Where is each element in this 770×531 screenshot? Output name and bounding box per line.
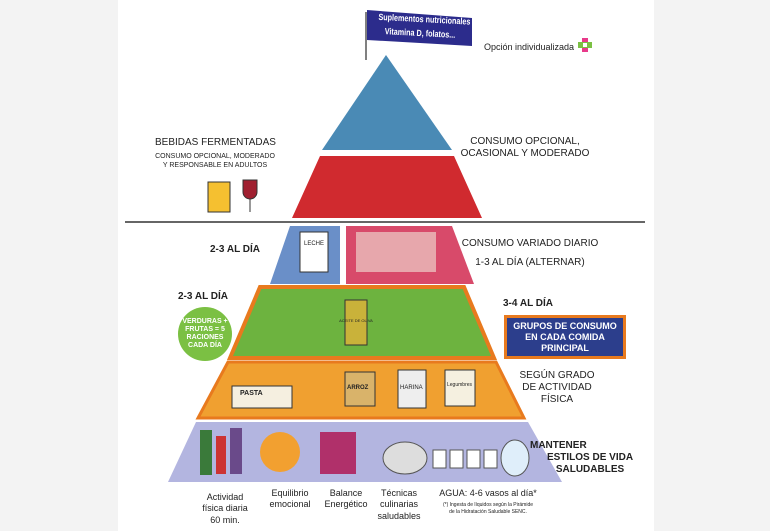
lifestyle-line-1: MANTENER bbox=[530, 440, 587, 451]
water-glasses-icon bbox=[432, 439, 530, 477]
head-gears-icon bbox=[260, 432, 300, 472]
individual-option-label: Opción individualizada bbox=[483, 42, 574, 52]
scale-icon bbox=[320, 432, 356, 474]
protein-frequency: 1-3 AL DÍA (ALTERNAR) bbox=[475, 257, 585, 268]
lifestyle-line-2: ESTILOS DE VIDA bbox=[546, 452, 634, 463]
individual-option-cross-icon bbox=[578, 38, 592, 52]
optional-line-1: CONSUMO OPCIONAL, bbox=[470, 136, 580, 147]
water-title: AGUA: 4-6 vasos al día* bbox=[439, 488, 537, 498]
rice-label: ARROZ bbox=[347, 385, 369, 391]
fermented-sub-2: Y RESPONSABLE EN ADULTOS bbox=[162, 162, 268, 169]
family-icon bbox=[200, 428, 242, 475]
protein-foods bbox=[356, 232, 436, 272]
pasta-label: PASTA bbox=[240, 390, 263, 397]
vegetables-fruits-circle: VERDURAS + FRUTAS = 5 RACIONES CADA DÍA bbox=[178, 307, 232, 361]
oil-label: ACEITE DE OLIVA bbox=[339, 318, 373, 323]
pasta-pack bbox=[231, 385, 293, 409]
water-note-1: (*) Ingesta de líquidos según la Pirámid… bbox=[442, 502, 534, 508]
beer-wine-icon bbox=[207, 179, 258, 213]
water-note-2: de la Hidratación Saludable SENC. bbox=[449, 509, 527, 515]
layer-occasional bbox=[322, 55, 452, 150]
flag bbox=[367, 10, 472, 46]
flour-bag bbox=[397, 369, 427, 409]
activity-line-1: SEGÚN GRADO bbox=[519, 370, 595, 381]
milk-carton bbox=[299, 231, 329, 273]
rice-bag bbox=[344, 371, 376, 407]
layer-meats bbox=[292, 156, 482, 218]
dairy-frequency: 2-3 AL DÍA bbox=[209, 244, 260, 255]
groups-badge: GRUPOS DE CONSUMO EN CADA COMIDA PRINCIP… bbox=[504, 315, 626, 360]
fruits-frequency: 3-4 AL DÍA bbox=[502, 298, 553, 309]
legumes-label: Legumbres bbox=[447, 382, 473, 388]
activity-line-3: FÍSICA bbox=[540, 394, 574, 405]
flour-label: HARINA bbox=[400, 385, 423, 391]
lifestyle-line-3: SALUDABLES bbox=[555, 464, 625, 475]
legumes-bag bbox=[444, 369, 476, 407]
pot-icon bbox=[382, 441, 428, 475]
milk-label: LECHE bbox=[303, 241, 324, 247]
varied-daily: CONSUMO VARIADO DIARIO bbox=[461, 238, 599, 249]
fermented-title: BEBIDAS FERMENTADAS bbox=[155, 137, 276, 148]
fermented-sub-1: CONSUMO OPCIONAL, MODERADO bbox=[155, 153, 275, 160]
vegetables-frequency: 2-3 AL DÍA bbox=[177, 291, 228, 302]
optional-line-2: OCASIONAL Y MODERADO bbox=[460, 148, 590, 159]
olive-oil-bottle bbox=[344, 299, 368, 346]
activity-line-2: DE ACTIVIDAD bbox=[522, 382, 592, 393]
